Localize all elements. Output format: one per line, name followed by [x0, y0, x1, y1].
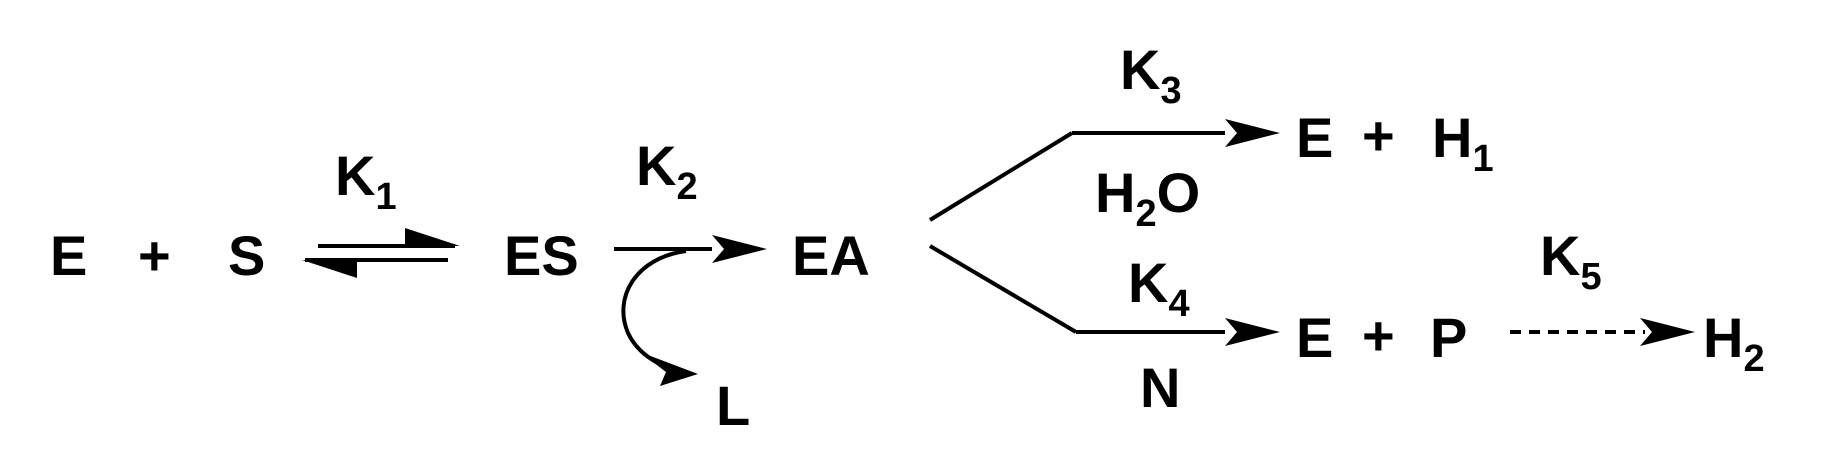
- h2-subscript: 2: [1743, 338, 1765, 380]
- h1-subscript: 1: [1472, 138, 1494, 180]
- species-es: ES: [504, 224, 579, 287]
- water-subscript: 2: [1135, 193, 1157, 235]
- k2-subscript: 2: [676, 166, 698, 208]
- rate-constant-k2: K2: [636, 138, 698, 207]
- branch-lines: [928, 131, 1078, 334]
- plus-sign: +: [138, 224, 171, 287]
- release-curved-arrow: [621, 249, 698, 386]
- k2-base: K: [636, 134, 677, 197]
- forward-half-arrow-head: [405, 228, 460, 246]
- product-p: P: [1430, 306, 1468, 369]
- rate-constant-k1: K1: [335, 148, 397, 217]
- plus-sign-bottom: +: [1362, 304, 1395, 367]
- rate-constant-k4: K4: [1128, 255, 1190, 324]
- h2-base: H: [1703, 306, 1744, 369]
- k4-arrow: [1076, 318, 1280, 346]
- k4-base: K: [1128, 251, 1169, 314]
- k4-subscript: 4: [1168, 283, 1190, 325]
- k5-subscript: 5: [1580, 256, 1602, 298]
- rate-constant-k3: K3: [1120, 42, 1182, 111]
- equilibrium-arrow: [302, 228, 460, 278]
- n-condition: N: [1140, 356, 1181, 419]
- k3-subscript: 3: [1160, 70, 1182, 112]
- plus-sign-top: +: [1362, 104, 1395, 167]
- es-to-ea-arrow: [614, 235, 767, 263]
- species-s: S: [228, 224, 266, 287]
- species-ea: EA: [792, 224, 870, 287]
- h1-base: H: [1432, 106, 1473, 169]
- water-o: O: [1156, 161, 1201, 224]
- k3-arrow: [1072, 119, 1280, 147]
- product-e-bottom: E: [1296, 306, 1334, 369]
- k5-base: K: [1540, 224, 1581, 287]
- water-h: H: [1095, 161, 1136, 224]
- lower-branch-line: [928, 244, 1078, 334]
- reverse-half-arrow-head: [302, 260, 357, 278]
- upper-branch-line: [928, 131, 1074, 222]
- k1-subscript: 1: [375, 176, 397, 218]
- rate-constant-k5: K5: [1540, 228, 1602, 297]
- product-e-top: E: [1296, 106, 1334, 169]
- species-e: E: [50, 224, 88, 287]
- water-condition: H2O: [1095, 165, 1200, 234]
- k1-base: K: [335, 144, 376, 207]
- product-h2: H2: [1703, 310, 1765, 379]
- k5-dashed-arrow: [1510, 318, 1695, 346]
- k3-base: K: [1120, 38, 1161, 101]
- product-h1: H1: [1432, 110, 1494, 179]
- species-l: L: [716, 374, 751, 437]
